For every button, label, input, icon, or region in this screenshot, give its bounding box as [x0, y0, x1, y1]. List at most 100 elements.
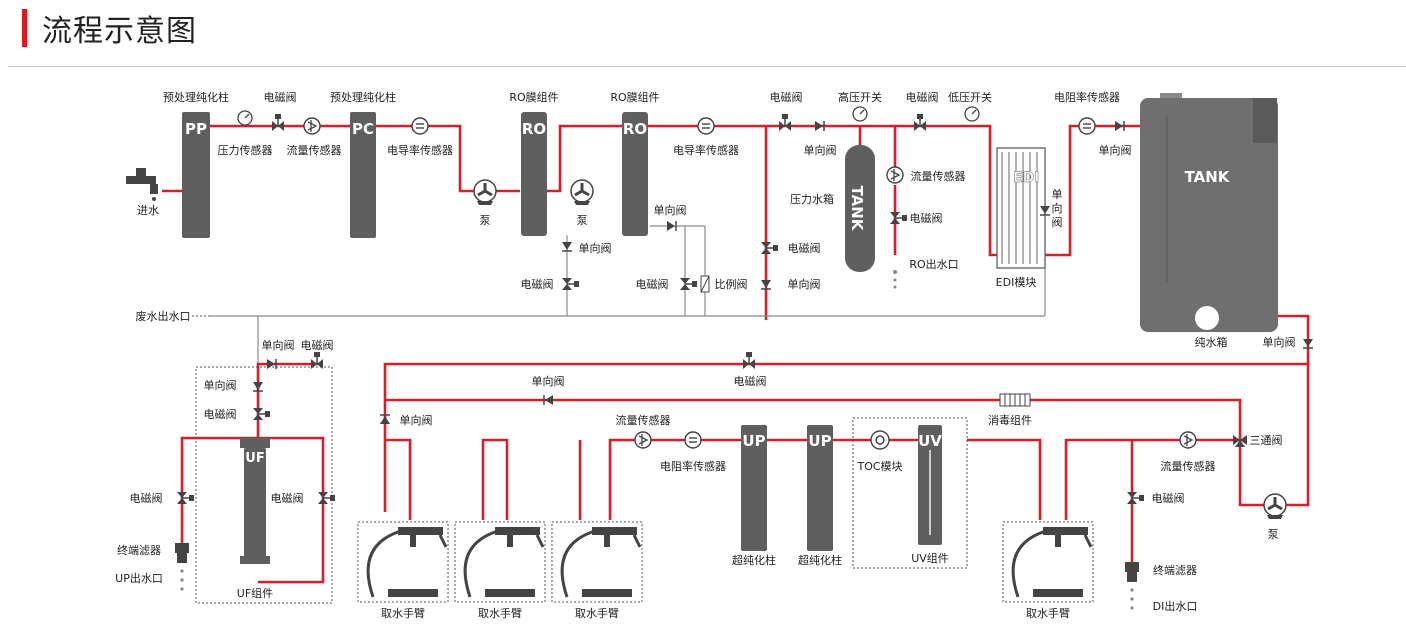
uv-label: UV — [918, 432, 942, 450]
label-flow-sensor: 流量传感器 — [616, 413, 671, 427]
label-pump: 泵 — [1268, 528, 1279, 541]
toc-uv-box — [852, 417, 968, 569]
label-check-valve: 单向阀 — [788, 277, 821, 291]
label-pretreat-2: 预处理纯化柱 — [330, 90, 396, 104]
flow-sensor-icon — [634, 431, 652, 449]
label-solenoid: 电磁阀 — [788, 241, 821, 255]
ro-membrane-2: RO — [622, 112, 648, 236]
label-dispense-arm: 取水手臂 — [381, 606, 425, 620]
label-ultrapure-column: 超纯化柱 — [732, 553, 776, 567]
solenoid-valve-icon — [913, 113, 927, 132]
pp-label: PP — [185, 120, 207, 138]
check-valve-icon — [666, 220, 677, 232]
label-pump: 泵 — [480, 214, 491, 227]
resistivity-sensor-icon — [684, 431, 702, 449]
label-three-way-valve: 三通阀 — [1250, 433, 1283, 447]
label-terminal-filter: 终端滤器 — [117, 543, 161, 557]
label-resistivity-sensor: 电阻率传感器 — [1054, 90, 1120, 104]
label-flow-sensor: 流量传感器 — [287, 143, 342, 157]
toc-sensor-icon — [870, 430, 890, 450]
label-check-valve: 单向阀 — [804, 143, 837, 157]
label-disinfection-module: 消毒组件 — [988, 413, 1032, 427]
label-solenoid: 电磁阀 — [130, 491, 163, 505]
tank-label: TANK — [1185, 168, 1231, 186]
label-ro-module: RO膜组件 — [509, 90, 558, 104]
label-terminal-filter: 终端滤器 — [1153, 563, 1197, 577]
check-valve-icon — [266, 358, 277, 370]
label-toc-module: TOC模块 — [856, 460, 902, 473]
label-ultrapure-column: 超纯化柱 — [798, 553, 842, 567]
label-di-outlet: DI出水口 — [1153, 599, 1198, 613]
label-solenoid: 电磁阀 — [770, 90, 803, 104]
conductivity-sensor-icon — [411, 117, 429, 135]
three-way-valve-icon — [1233, 435, 1247, 447]
pressure-switch-icon — [964, 106, 980, 122]
solenoid-valve-icon — [778, 113, 792, 132]
label-solenoid: 电磁阀 — [521, 277, 554, 291]
ro-membrane-1: RO — [521, 112, 547, 236]
solenoid-valve-icon — [742, 351, 756, 370]
inlet-faucet-icon — [126, 168, 158, 201]
arm-box-3 — [551, 521, 643, 603]
pump-icon — [472, 178, 498, 207]
label-conductivity-sensor: 电导率传感器 — [387, 143, 453, 157]
solenoid-valve-icon — [679, 277, 698, 291]
ultrapure-column-1: UP — [741, 425, 767, 551]
solenoid-valve-icon — [760, 241, 779, 255]
header-divider — [8, 66, 1406, 67]
label-waste-outlet: 废水出水口 — [136, 309, 191, 323]
label-check-valve: 单向阀 — [1099, 143, 1132, 157]
dispense-arm-icon — [1011, 525, 1093, 599]
label-dispense-arm: 取水手臂 — [575, 606, 619, 620]
label-ro-outlet: RO出水口 — [909, 257, 958, 271]
uv-module: UV — [918, 425, 942, 545]
arm-box-4 — [1002, 521, 1094, 603]
label-solenoid: 电磁阀 — [636, 277, 669, 291]
label-edi-check-valve: 单向阀 — [1052, 188, 1063, 229]
label-pressure-tank: 压力水箱 — [790, 192, 834, 206]
dispense-arm-icon — [463, 525, 545, 599]
up2-label: UP — [808, 432, 831, 450]
check-valve-icon — [1114, 120, 1125, 132]
check-valve-icon — [561, 241, 573, 252]
label-solenoid: 电磁阀 — [301, 338, 334, 352]
pressure-tank-label: TANK — [848, 186, 866, 232]
pc-label: PC — [352, 120, 374, 138]
label-pure-tank: 纯水箱 — [1195, 335, 1228, 349]
uf-assembly-box — [195, 366, 333, 604]
label-solenoid: 电磁阀 — [271, 491, 304, 505]
terminal-filter-icon — [1125, 562, 1139, 610]
pressure-switch-icon — [852, 106, 868, 122]
page-title: 流程示意图 — [42, 14, 197, 49]
label-high-pressure-switch: 高压开关 — [838, 90, 882, 104]
pump-icon — [569, 178, 595, 207]
solenoid-valve-icon — [889, 211, 908, 225]
label-inlet: 进水 — [137, 204, 159, 217]
disinfection-module-icon — [999, 393, 1031, 407]
label-flow-sensor: 流量传感器 — [1161, 459, 1216, 473]
label-check-valve: 单向阀 — [532, 374, 565, 388]
label-low-pressure-switch: 低压开关 — [948, 90, 992, 104]
label-check-valve: 单向阀 — [400, 413, 433, 427]
label-solenoid: 电磁阀 — [734, 374, 767, 388]
pc-column: PC — [350, 112, 376, 238]
label-check-valve: 单向阀 — [204, 378, 237, 392]
label-up-outlet: UP出水口 — [115, 571, 163, 585]
solenoid-valve-icon — [310, 351, 324, 370]
labels: 预处理纯化柱 电磁阀 预处理纯化柱 RO膜组件 RO膜组件 电磁阀 高压开关 电… — [115, 90, 1295, 620]
page-header: 流程示意图 — [0, 0, 1406, 68]
label-check-valve: 单向阀 — [654, 203, 687, 217]
dispense-arm-icon — [366, 525, 448, 599]
pure-water-tank: TANK — [1140, 93, 1278, 332]
flow-sensor-icon — [886, 166, 904, 184]
ro-outlet-drops-icon — [893, 270, 897, 289]
pump-icon — [1262, 492, 1288, 521]
label-uv-module: UV组件 — [911, 551, 949, 565]
pressure-gauge-icon — [237, 110, 253, 126]
label-solenoid: 电磁阀 — [1152, 491, 1185, 505]
label-uf-module: UF组件 — [237, 586, 273, 600]
ro1-label: RO — [522, 120, 546, 138]
edi-label: EDI — [1013, 170, 1039, 186]
arm-box-2 — [454, 521, 546, 603]
